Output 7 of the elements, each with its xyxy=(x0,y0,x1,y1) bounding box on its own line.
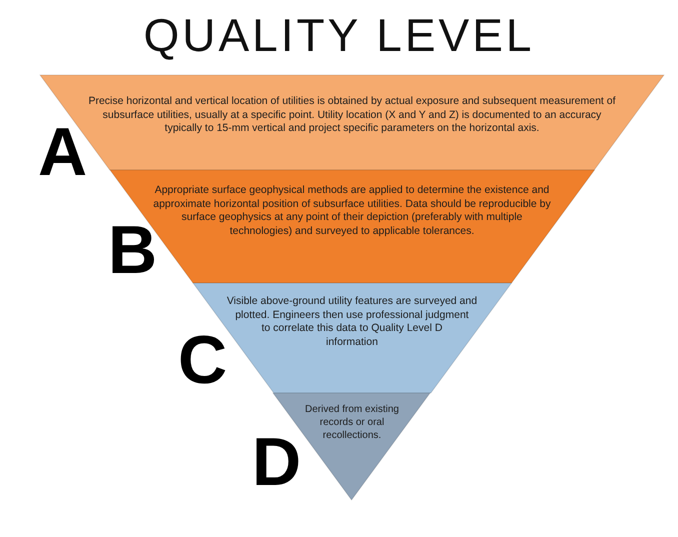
title: QUALITY LEVEL xyxy=(142,12,536,58)
band-description: Derived from existing records or oral recollections. xyxy=(304,403,400,442)
level-letter: A xyxy=(38,118,88,186)
level-letter: D xyxy=(252,428,302,496)
band-description: Visible above-ground utility features are surveyed and plotted. Engineers then use professional judgment to correlate this data to Quality Level D information xyxy=(226,295,478,350)
level-letter: C xyxy=(178,326,228,394)
band-description: Precise horizontal and vertical location of utilities is obtained by actual exposure and subsequent measurement of subsurface utilities, usually at a specific point. Utility location (X and Y and Z) is documented to an accuracy typically to 15-mm vertical and project specific parameters on the horizontal axis. xyxy=(87,95,617,136)
